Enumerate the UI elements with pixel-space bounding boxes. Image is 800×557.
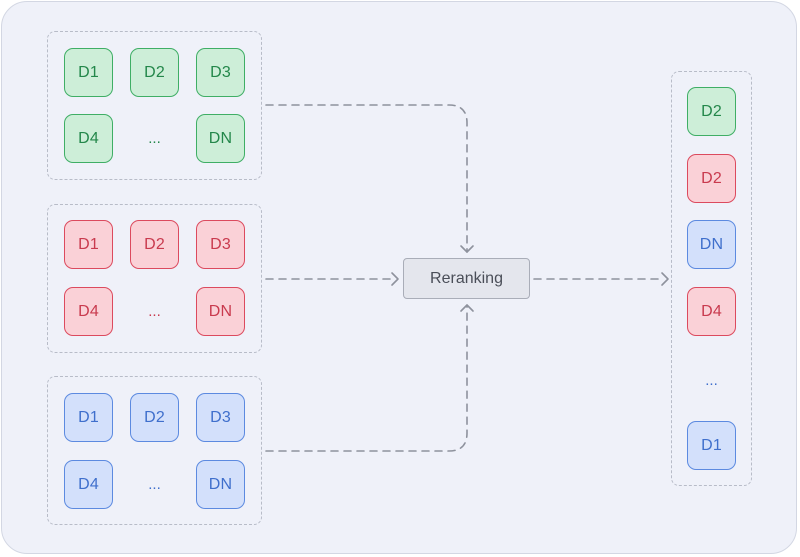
arrowhead-right: [391, 272, 399, 286]
arrowhead-output: [661, 272, 669, 286]
document-group-red: [47, 204, 262, 353]
doc-tile: DN: [196, 114, 245, 163]
ranked-doc-tile: D2: [687, 87, 736, 136]
ellipsis-text: ...: [148, 476, 161, 493]
doc-tile: D4: [64, 287, 113, 336]
ellipsis-text: ...: [705, 372, 718, 389]
ranked-doc-tile: DN: [687, 220, 736, 269]
connector-top: [265, 104, 468, 253]
ranked-doc-tile: D4: [687, 287, 736, 336]
doc-tile: DN: [196, 460, 245, 509]
document-group-green: [47, 31, 262, 180]
doc-tile: D2: [130, 48, 179, 97]
document-group-blue: [47, 376, 262, 525]
doc-tile: D4: [64, 460, 113, 509]
doc-tile: D1: [64, 220, 113, 269]
connector-bottom: [265, 304, 468, 452]
ellipsis-text: ...: [148, 303, 161, 320]
ranked-doc-tile: D2: [687, 154, 736, 203]
doc-tile: D3: [196, 220, 245, 269]
doc-tile: D1: [64, 393, 113, 442]
doc-tile: D4: [64, 114, 113, 163]
doc-tile: DN: [196, 287, 245, 336]
doc-tile: D3: [196, 48, 245, 97]
doc-tile: D2: [130, 220, 179, 269]
ranked-doc-tile: D1: [687, 421, 736, 470]
reranking-node: Reranking: [403, 258, 530, 299]
reranked-output-list: [671, 71, 752, 486]
doc-tile: D3: [196, 393, 245, 442]
ellipsis-text: ...: [148, 130, 161, 147]
doc-tile: D2: [130, 393, 179, 442]
arrowhead-up: [460, 304, 474, 312]
arrowhead-down: [460, 245, 474, 253]
doc-tile: D1: [64, 48, 113, 97]
reranking-label: Reranking: [430, 269, 503, 287]
